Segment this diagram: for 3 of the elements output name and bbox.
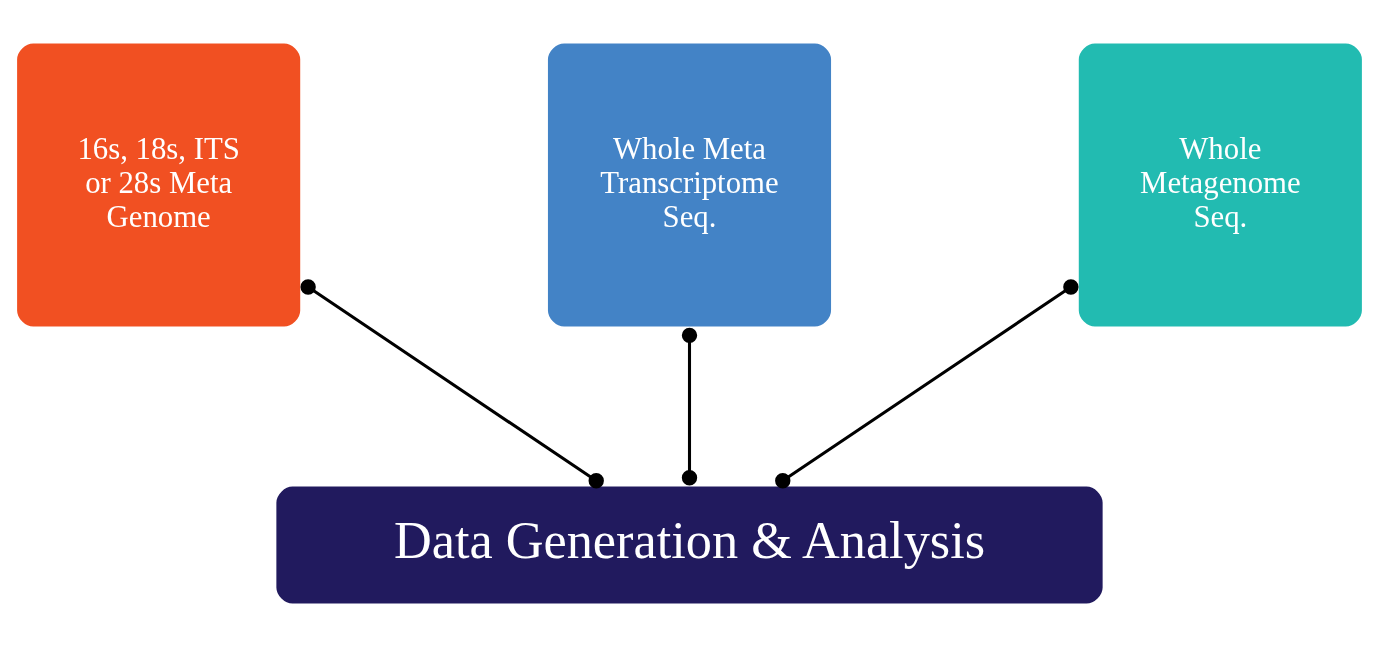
connector — [775, 278, 1079, 488]
connector — [300, 278, 604, 488]
connector — [681, 327, 698, 485]
